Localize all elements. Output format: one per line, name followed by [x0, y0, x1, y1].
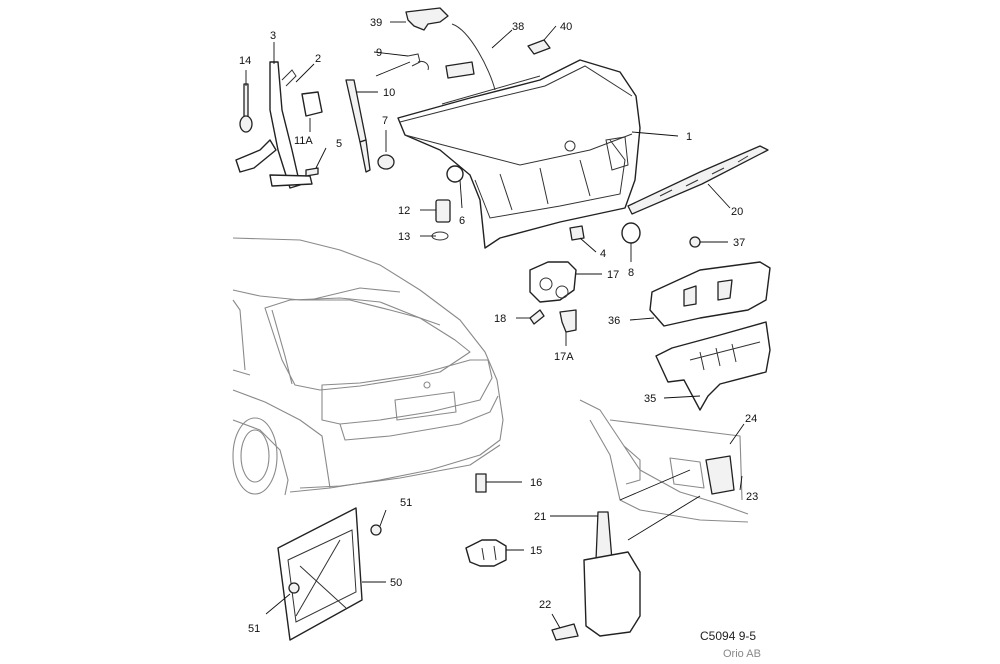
callout-12: 12 [398, 205, 410, 217]
pad [445, 61, 475, 79]
seal-ring-8 [621, 222, 641, 244]
screws-51 [288, 524, 382, 594]
callout-17: 17 [607, 269, 619, 281]
callout-20: 20 [731, 206, 743, 218]
screw-22 [551, 623, 579, 641]
callout-18: 18 [494, 313, 506, 325]
diagram-reference: C5094 9-5 [700, 629, 756, 643]
bumper-6 [446, 165, 464, 183]
lock-actuator-21 [583, 511, 641, 637]
mounting-plate-50 [277, 507, 363, 641]
callout-50: 50 [390, 577, 402, 589]
callout-21: 21 [534, 511, 546, 523]
callout-17a: 17A [554, 351, 574, 363]
callout-23: 23 [746, 491, 758, 503]
callout-3: 3 [270, 30, 276, 42]
plug-7 [377, 154, 395, 170]
callout-15: 15 [530, 545, 542, 557]
callout-36: 36 [608, 315, 620, 327]
clip-9 [407, 53, 429, 71]
callout-35: 35 [644, 393, 656, 405]
interior-panel [579, 399, 749, 523]
nut [689, 236, 701, 248]
car-rear-illustration [232, 237, 504, 496]
callout-5: 5 [336, 138, 342, 150]
trim-strip [627, 145, 769, 215]
publisher-credit: Orio AB [723, 648, 761, 660]
callout-8: 8 [628, 267, 634, 279]
screw-5 [305, 167, 319, 177]
gas-strut [345, 79, 371, 173]
callout-6: 6 [459, 215, 465, 227]
callout-14: 14 [239, 55, 251, 67]
bracket-15 [465, 539, 507, 567]
hinge-arm [235, 61, 313, 189]
clip-40 [527, 39, 551, 55]
callout-22: 22 [539, 599, 551, 611]
callout-1: 1 [686, 131, 692, 143]
screw-16 [475, 473, 487, 493]
clip-4 [569, 225, 585, 241]
bracket-panel [655, 321, 771, 411]
callout-38: 38 [512, 21, 524, 33]
handle-cover [649, 261, 771, 327]
callout-labels: 3 2 14 10 9 11A 7 5 12 13 6 4 8 1 20 37 … [239, 17, 758, 635]
callout-11a: 11A [294, 135, 313, 147]
lock-17 [529, 261, 577, 303]
trunk-lid [397, 59, 641, 249]
release-cable-38 [441, 23, 541, 105]
callout-51-bottom: 51 [248, 623, 260, 635]
callout-13: 13 [398, 231, 410, 243]
callout-4: 4 [600, 248, 606, 260]
release-handle-39 [405, 7, 449, 31]
striker-17a [559, 309, 577, 333]
callout-24: 24 [745, 413, 757, 425]
callout-39: 39 [370, 17, 382, 29]
bolt-14 [239, 83, 253, 133]
callout-7: 7 [382, 115, 388, 127]
callout-37: 37 [733, 237, 745, 249]
callout-9: 9 [376, 47, 382, 59]
screw-18 [529, 309, 545, 325]
callout-16: 16 [530, 477, 542, 489]
callout-51-top: 51 [400, 497, 412, 509]
buffer-12 [435, 199, 451, 223]
bracket-11a [301, 91, 323, 117]
callout-40: 40 [560, 21, 572, 33]
callout-2: 2 [315, 53, 321, 65]
callout-10: 10 [383, 87, 395, 99]
leader-lines [245, 21, 745, 629]
